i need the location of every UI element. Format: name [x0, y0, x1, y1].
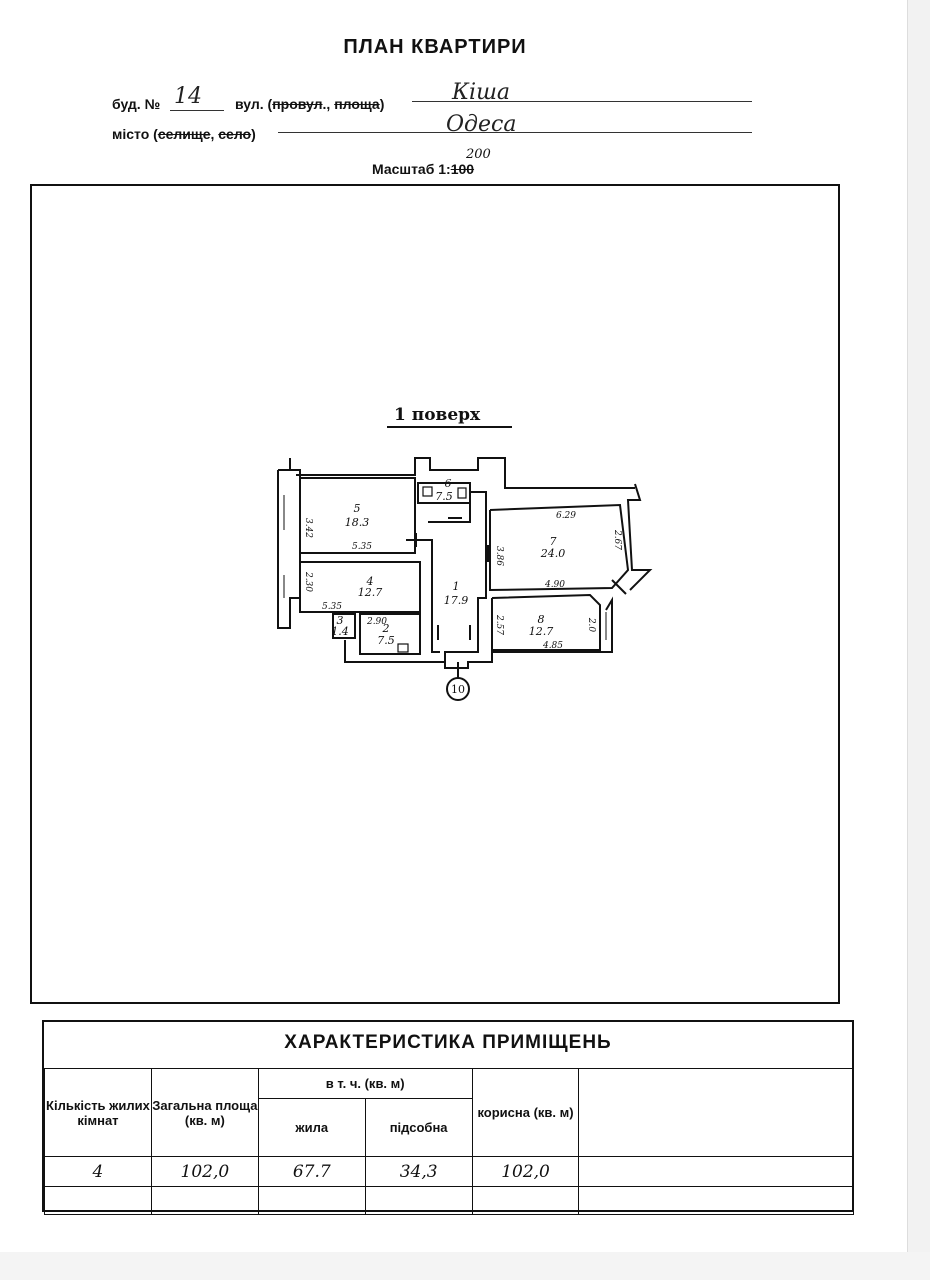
- characteristics-title: ХАРАКТЕРИСТИКА ПРИМІЩЕНЬ: [284, 1032, 612, 1053]
- building-label-text: буд. №: [112, 96, 161, 112]
- page-edge: [907, 0, 930, 1280]
- dimension-label: 3.86: [494, 546, 504, 566]
- room-4-number: 4: [366, 575, 374, 588]
- city-label-suffix: ): [251, 126, 256, 142]
- room-7-number: 7: [550, 535, 557, 548]
- street-label-struck: провул: [272, 96, 323, 112]
- header-empty: [578, 1068, 854, 1157]
- room-4-outline: [299, 561, 421, 613]
- street-label-suffix: ): [379, 96, 385, 112]
- building-label: буд. №: [112, 96, 160, 112]
- sink-icon: [422, 486, 433, 497]
- empty-cell: [150, 1186, 259, 1215]
- dimension-label: 2.90: [366, 617, 387, 627]
- building-number: 14: [174, 84, 202, 109]
- room-1-number: 1: [453, 580, 460, 593]
- left-wall: [277, 469, 301, 629]
- room-3-number: 3: [337, 614, 344, 627]
- room-4-area: 12.7: [358, 586, 383, 599]
- room-7-outline: [489, 503, 630, 592]
- scale-handwritten-value: 200: [466, 147, 491, 162]
- city-label-struck: селище: [157, 126, 211, 142]
- city-underline: [278, 132, 752, 133]
- room-6-area: 7.5: [435, 490, 453, 503]
- street-value: Кіша: [452, 80, 511, 105]
- header-living: жила: [257, 1098, 366, 1157]
- scale-printed-value: 100: [450, 161, 475, 177]
- dimension-label: 2.30: [303, 571, 313, 592]
- page-edge-bottom: [0, 1252, 930, 1280]
- entrance-number: 10: [451, 683, 465, 696]
- room-1-area: 17.9: [444, 594, 469, 607]
- top-wall: [296, 457, 635, 489]
- value-total-area: 102,0: [150, 1156, 259, 1187]
- street-underline: [412, 101, 752, 102]
- empty-cell: [44, 1186, 152, 1215]
- room-2-area: 7.5: [377, 634, 395, 647]
- header-total-area: Загальна площа (кв. м): [150, 1068, 259, 1157]
- city-label-struck2: село: [218, 126, 252, 142]
- dimension-label: 6.29: [556, 511, 576, 521]
- stove-icon: [397, 643, 409, 653]
- value-living: 67.7: [257, 1156, 366, 1187]
- document-title: ПЛАН КВАРТИРИ: [343, 36, 527, 58]
- floor-label: 1 поверх: [394, 405, 481, 425]
- dimension-label: 3.42: [303, 518, 313, 538]
- door-mark: [611, 579, 627, 595]
- dimension-label: 2.57: [494, 614, 504, 635]
- room-6-number: 6: [445, 477, 452, 490]
- value-empty: [578, 1156, 854, 1187]
- room-5-area: 18.3: [345, 516, 370, 529]
- dimension-label: 4.90: [544, 580, 565, 590]
- dimension-label: 4.85: [542, 641, 563, 651]
- room-3-area: 1.4: [331, 625, 349, 638]
- street-label-mid: .,: [322, 96, 335, 112]
- characteristics-table: Кількість жилих кімнат Загальна площа (к…: [44, 1068, 854, 1215]
- street-label-struck2: площа: [334, 96, 380, 112]
- dimension-label: 2.0: [586, 617, 596, 633]
- header-including: в т. ч. (кв. м): [257, 1068, 473, 1099]
- room-8-area: 12.7: [529, 625, 554, 638]
- value-auxiliary: 34,3: [364, 1156, 473, 1187]
- empty-cell: [578, 1186, 854, 1215]
- empty-cell: [471, 1186, 580, 1215]
- toilet-icon: [457, 487, 467, 499]
- empty-cell: [257, 1186, 366, 1215]
- street-label: вул. (провул., площа): [235, 96, 384, 112]
- bottom-wall: [344, 596, 613, 669]
- right-wall: [626, 483, 653, 591]
- room-8-number: 8: [538, 613, 545, 626]
- room-7-area: 24.0: [540, 547, 566, 560]
- value-useful: 102,0: [471, 1156, 580, 1187]
- header-rooms-count: Кількість жилих кімнат: [44, 1068, 152, 1157]
- left-wall-top: [289, 458, 296, 471]
- room-5-number: 5: [354, 502, 361, 515]
- room-8-outline: [491, 593, 601, 651]
- city-label-mid: ,: [210, 126, 219, 142]
- room-5-outline: [299, 477, 416, 554]
- city-label: місто (селище, село): [112, 126, 256, 142]
- room-2-outline: [359, 613, 421, 655]
- dimension-label: 5.35: [322, 602, 342, 612]
- dimension-label: 5.35: [352, 542, 372, 552]
- city-label-prefix: місто (: [112, 126, 158, 142]
- empty-cell: [364, 1186, 473, 1215]
- plan-frame: [30, 184, 840, 1004]
- header-auxiliary: підсобна: [364, 1098, 473, 1157]
- room-1-outline: [428, 491, 487, 662]
- scale-label: Масштаб 1:100: [372, 161, 474, 177]
- dimension-label: 2.67: [612, 529, 622, 550]
- street-label-prefix: вул. (: [235, 96, 273, 112]
- room-3-outline: [332, 613, 356, 639]
- scale-label-text: Масштаб 1:: [372, 161, 451, 177]
- building-underline: [170, 110, 224, 111]
- value-rooms-count: 4: [44, 1156, 152, 1187]
- header-useful: корисна (кв. м): [471, 1068, 580, 1157]
- room-2-number: 2: [382, 622, 390, 635]
- entrance-circle: [446, 677, 470, 701]
